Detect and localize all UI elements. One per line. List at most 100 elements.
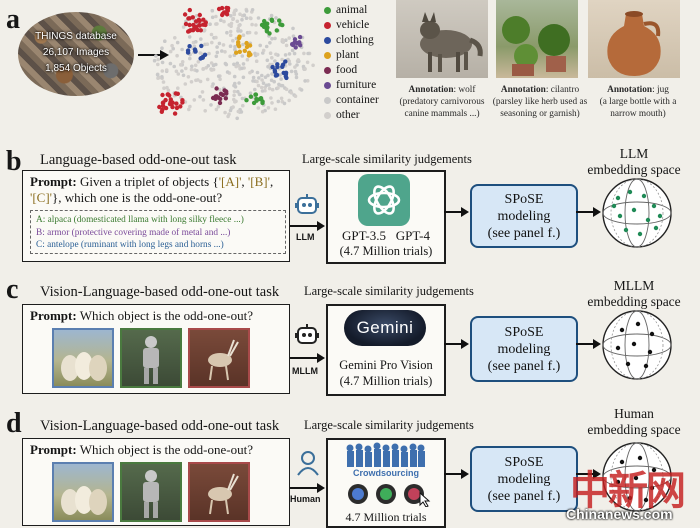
scatter-point — [180, 100, 185, 105]
scatter-point — [191, 26, 197, 32]
scatter-point — [187, 107, 191, 112]
thumb-antelope — [188, 328, 250, 388]
arrow-b-mid — [444, 207, 469, 217]
judgement-title-c: Large-scale similarity judgements — [304, 284, 474, 298]
scatter-point — [264, 29, 270, 34]
scatter-point — [260, 109, 265, 114]
panel-letter-b: b — [6, 146, 22, 177]
sphere-point — [637, 231, 643, 237]
annotation-label: Annotation — [607, 85, 653, 95]
sphere-point — [637, 455, 643, 461]
annotation-label: Annotation — [408, 85, 454, 95]
scatter-point — [217, 87, 222, 92]
prompt-separator: , — [269, 174, 274, 189]
scatter-point — [270, 87, 275, 92]
model-name-c: Gemini Pro Vision — [339, 358, 433, 372]
scatter-point — [180, 60, 185, 64]
legend-dot-icon — [324, 21, 331, 29]
prompt-part: }, which one is the odd-one-out? — [52, 190, 223, 205]
sphere-point — [615, 195, 621, 201]
database-title: THINGS database — [35, 31, 117, 42]
scatter-point — [178, 104, 183, 109]
legend-label: vehicle — [336, 19, 370, 31]
scatter-point — [248, 70, 252, 75]
scatter-point — [175, 40, 180, 45]
scatter-point — [273, 107, 278, 111]
scatter-point — [229, 14, 233, 18]
scatter-point — [224, 12, 230, 17]
scatter-point — [256, 83, 261, 88]
embedding-sphere-llm — [602, 178, 672, 248]
prompt-part: Given a triplet of objects { — [76, 174, 219, 189]
scatter-point — [165, 92, 171, 97]
scatter-point — [206, 64, 211, 68]
scatter-point — [188, 56, 192, 61]
scatter-point — [160, 103, 166, 109]
scatter-point — [183, 21, 189, 27]
scatter-point — [189, 67, 194, 72]
scatter-point — [181, 25, 186, 29]
sphere-equator — [602, 201, 672, 225]
scatter-point — [242, 48, 247, 53]
scatter-point — [270, 101, 274, 105]
scatter-point — [236, 89, 240, 94]
spose-line3: (see panel f.) — [487, 488, 561, 504]
scatter-point — [160, 107, 165, 113]
scatter-point — [244, 9, 249, 13]
scatter-point — [190, 15, 195, 20]
scatter-point — [180, 69, 184, 73]
openai-logo-icon — [358, 174, 410, 226]
sphere-point — [651, 467, 657, 473]
model-names-b: GPT-3.5 GPT-4 — [326, 228, 446, 244]
scatter-point — [217, 41, 222, 46]
scatter-point — [277, 18, 282, 23]
legend-dot-icon — [324, 81, 331, 89]
scatter-point — [215, 50, 220, 55]
scatter-point — [262, 18, 267, 24]
sphere-point — [617, 213, 623, 219]
space-title-line2: embedding space — [587, 162, 681, 177]
scatter-point — [284, 87, 289, 92]
scatter-point — [225, 30, 229, 35]
scatter-point — [194, 14, 199, 18]
scatter-point — [258, 96, 264, 101]
prompt-question: Which object is the odd-one-out? — [76, 442, 253, 457]
scatter-point — [244, 98, 249, 103]
scatter-point — [157, 104, 162, 110]
scatter-point — [261, 81, 266, 85]
scatter-point — [241, 33, 246, 37]
scatter-point — [250, 8, 255, 12]
scatter-point — [156, 57, 160, 62]
scatter-point — [234, 64, 238, 69]
spose-box-b: SPoSE modeling (see panel f.) — [470, 184, 578, 248]
legend-item-vehicle: vehicle — [324, 19, 369, 31]
scatter-point — [258, 43, 262, 48]
scatter-point — [260, 78, 264, 82]
scatter-point — [283, 59, 288, 64]
scatter-point — [292, 51, 297, 56]
option-c: C: antelope (ruminant with long legs and… — [36, 240, 224, 251]
scatter-point — [221, 43, 226, 47]
choice-buttons — [348, 484, 431, 507]
judgement-title-b: Large-scale similarity judgements — [302, 152, 472, 166]
scatter-point — [244, 16, 249, 20]
scatter-point — [241, 103, 245, 108]
scatter-point — [194, 40, 198, 44]
spose-line2: modeling — [497, 341, 551, 357]
arrow-b-left — [290, 221, 325, 231]
scatter-point — [236, 26, 240, 31]
scatter-point — [183, 82, 188, 86]
scatter-point — [237, 81, 241, 85]
crowdsourcing-label: Crowdsourcing — [352, 468, 419, 478]
scatter-point — [170, 104, 175, 110]
scatter-point — [198, 94, 202, 99]
legend-item-food: food — [324, 64, 357, 76]
scatter-point — [214, 107, 219, 112]
scatter-point — [256, 16, 261, 20]
annotation-object: : cilantro — [545, 85, 580, 95]
scatter-point — [293, 65, 297, 69]
annotation-jug: Annotation: jug (a large bottle with a n… — [592, 84, 684, 120]
agent-label-b: LLM — [296, 232, 315, 242]
scatter-point — [278, 73, 282, 77]
